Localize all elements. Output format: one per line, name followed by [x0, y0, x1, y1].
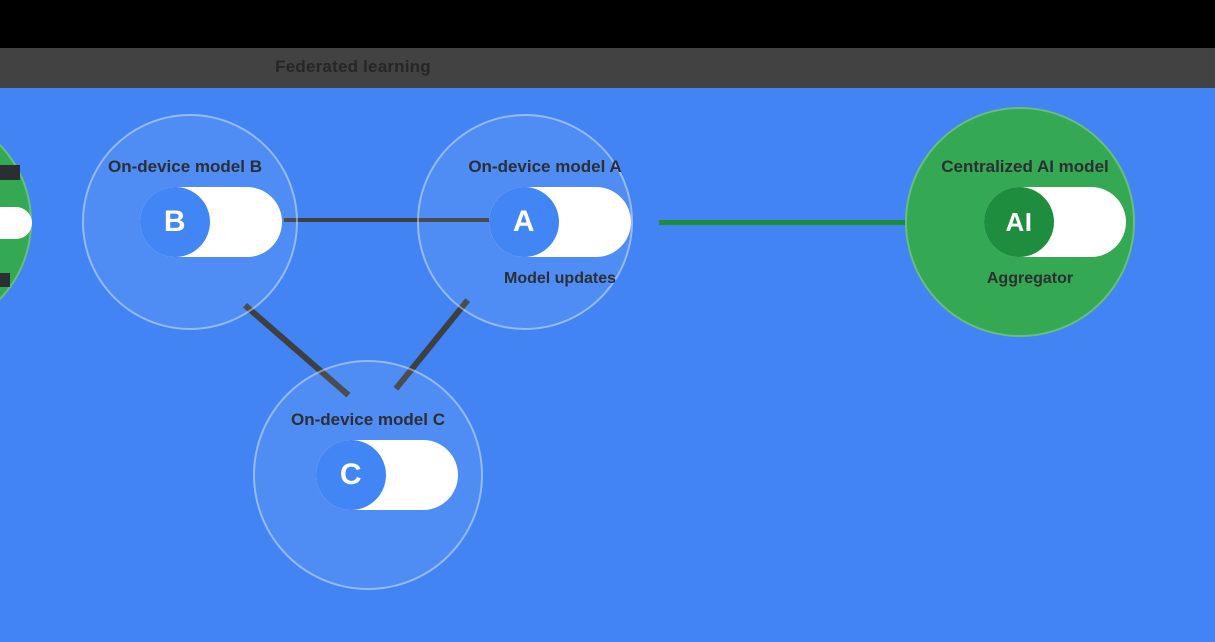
- node-c-pill: C: [316, 440, 458, 510]
- connector-a-ai: [659, 220, 960, 225]
- connector-b-a: [284, 218, 489, 222]
- title-bar: Federated learning: [0, 48, 1215, 88]
- node-a-badge: A: [489, 187, 559, 257]
- node-ai-sublabel: Aggregator: [986, 270, 1074, 287]
- top-black-bar: [0, 0, 1215, 48]
- node-a-pill: A: [489, 187, 631, 257]
- node-c-label: On-device model C: [291, 410, 445, 429]
- diagram-title: Federated learning: [275, 57, 431, 76]
- node-ai-badge: AI: [984, 187, 1054, 257]
- node-a-label: On-device model A: [468, 157, 622, 176]
- clipped-green-node-label: [0, 165, 20, 180]
- clipped-green-node-sublabel: [0, 273, 10, 287]
- node-b-pill: B: [140, 187, 282, 257]
- node-ai-label: Centralized AI model: [941, 157, 1109, 176]
- node-b-badge: B: [140, 187, 210, 257]
- node-c-badge: C: [316, 440, 386, 510]
- node-ai-pill: AI: [984, 187, 1126, 257]
- node-b-label: On-device model B: [108, 157, 262, 176]
- clipped-green-node-pill: [0, 207, 32, 239]
- node-a-sublabel: Model updates: [503, 270, 616, 287]
